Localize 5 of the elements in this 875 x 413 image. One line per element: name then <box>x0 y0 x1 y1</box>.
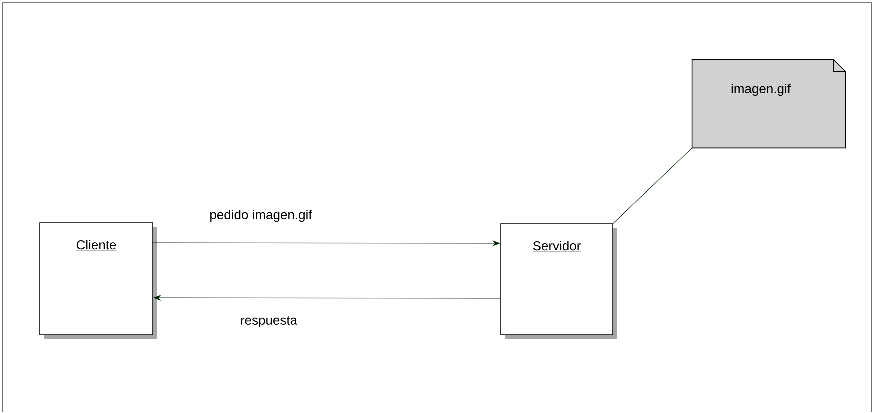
edge-label: respuesta <box>241 316 298 328</box>
connector-line <box>613 148 693 224</box>
object-box: Servidor <box>500 224 617 339</box>
object-box: Cliente <box>40 222 157 339</box>
edge-label: pedido imagen.gif <box>210 210 312 222</box>
